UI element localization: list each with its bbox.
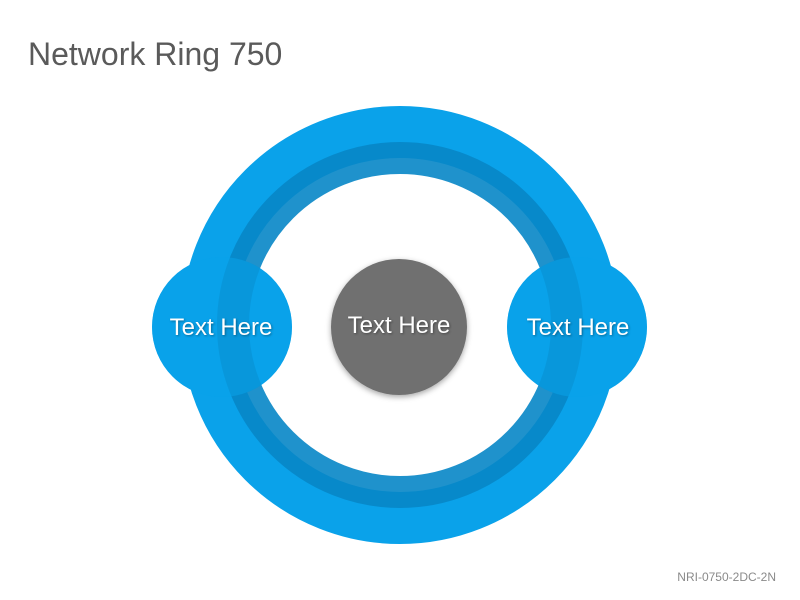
- left-node-overlay: [152, 257, 292, 397]
- center-node-label: Text Here: [347, 312, 451, 339]
- left-node-label: Text Here: [169, 314, 273, 341]
- slide-code: NRI-0750-2DC-2N: [677, 570, 776, 584]
- center-node-circle[interactable]: [331, 259, 467, 395]
- right-node-overlay: [507, 257, 647, 397]
- right-node-label: Text Here: [526, 314, 630, 341]
- slide-title: Network Ring 750: [28, 36, 283, 72]
